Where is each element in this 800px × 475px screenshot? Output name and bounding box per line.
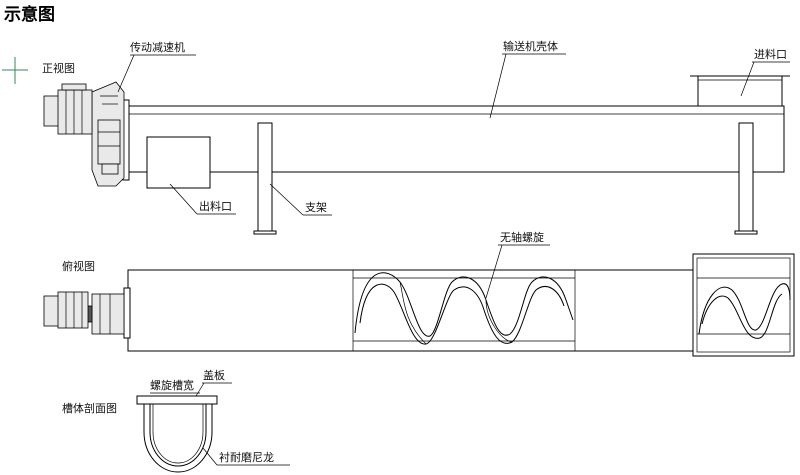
front-view-label: 正视图	[42, 61, 75, 75]
support-left-front	[253, 122, 277, 235]
casing-top	[127, 269, 793, 352]
motor-front	[43, 83, 93, 135]
shaftless-screw-label: 无轴螺旋	[500, 230, 544, 244]
crosshair-icon	[2, 57, 28, 84]
outlet-front	[146, 136, 211, 189]
shaftless-screw-spiral	[354, 272, 574, 345]
trough-section	[136, 395, 218, 473]
support-right-front	[734, 122, 758, 235]
cover-plate-label: 盖板	[203, 368, 225, 382]
inlet-label: 进料口	[754, 47, 787, 61]
nylon-liner-label: 衬耐磨尼龙	[219, 451, 274, 464]
shaftless-screw-spiral-inlet	[698, 283, 791, 339]
top-view-label: 俯视图	[62, 259, 95, 273]
inlet-top	[692, 253, 795, 357]
motor-top	[43, 291, 89, 329]
conveyor-casing	[127, 105, 785, 173]
trough-width-label: 螺旋槽宽	[150, 378, 194, 392]
gear-reducer-front	[91, 81, 125, 187]
outlet-label: 出料口	[199, 199, 232, 213]
diagram-title: 示意图	[4, 4, 55, 25]
gear-reducer-top	[85, 293, 125, 335]
conveyor-casing-label: 输送机壳体	[503, 39, 558, 53]
top-view	[43, 253, 795, 357]
support-label: 支架	[305, 201, 327, 214]
gear-reducer-label: 传动减速机	[130, 40, 185, 54]
front-view	[43, 75, 790, 235]
cover-plate	[136, 395, 218, 405]
section-view-label: 槽体剖面图	[62, 401, 117, 415]
inlet-hopper-front	[690, 75, 790, 107]
